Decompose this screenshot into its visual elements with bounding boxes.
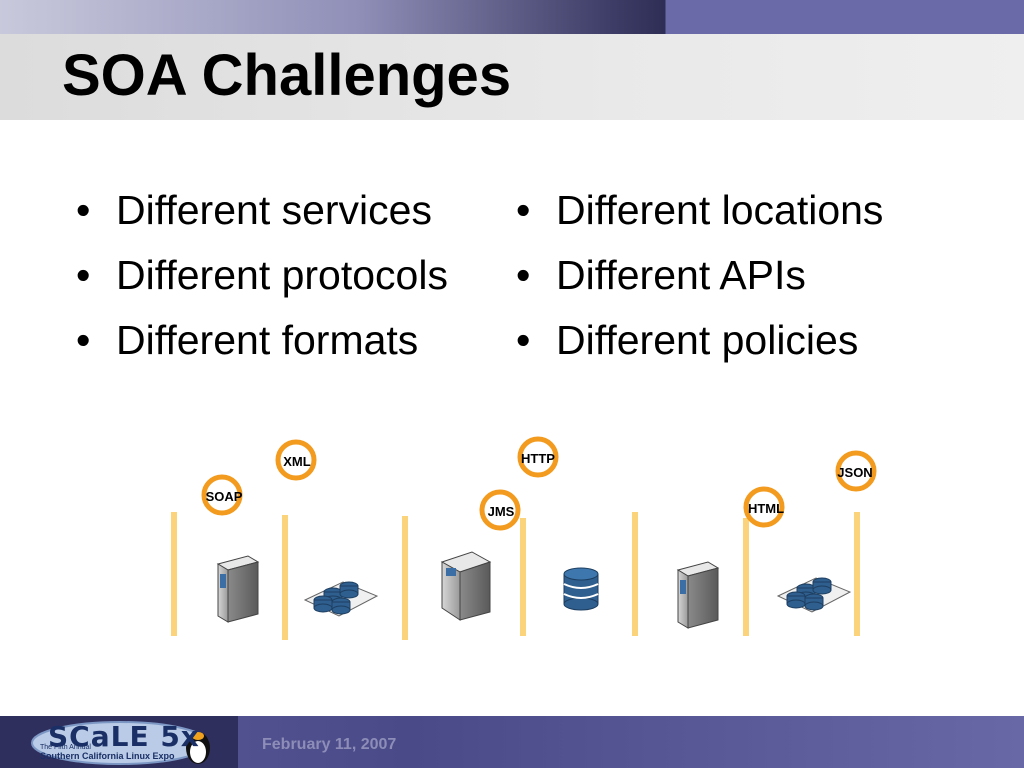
- database-icon: [563, 567, 599, 611]
- protocol-ring-html: [743, 486, 785, 528]
- bullet-dot: •: [76, 252, 91, 298]
- dividers: [171, 512, 860, 640]
- server-icon: [216, 555, 260, 623]
- bullet-dot: •: [516, 317, 531, 363]
- bullet-dot: •: [76, 317, 91, 363]
- scale-logo-graphic: [31, 721, 210, 765]
- scale-logo-subtitle: The Fifth Annual Southern California Lin…: [40, 744, 175, 761]
- protocol-label-xml: XML: [283, 454, 311, 469]
- soa-diagram: SOAP XML JMS HTTP HTML JSON: [171, 436, 877, 640]
- bullet-item: • Different APIs: [516, 243, 883, 308]
- protocol-ring-xml: [275, 439, 317, 481]
- bullet-text: Different locations: [556, 187, 884, 233]
- scale-logo-text: SCaLE 5x: [48, 720, 200, 753]
- bullet-item: • Different locations: [516, 178, 883, 243]
- title-band: [0, 34, 1024, 120]
- bullet-dot: •: [76, 187, 91, 233]
- bullet-text: Different formats: [116, 317, 419, 363]
- database-cluster-icon: [303, 581, 379, 617]
- slide-title: SOA Challenges: [62, 43, 512, 108]
- protocol-label-http: HTTP: [521, 451, 555, 466]
- bullet-text: Different protocols: [116, 252, 448, 298]
- bullet-text: Different policies: [556, 317, 859, 363]
- footer-date: February 11, 2007: [262, 736, 397, 753]
- scale-logo-line2: The Fifth Annual: [40, 744, 91, 751]
- bullet-text: Different services: [116, 187, 432, 233]
- scale-logo: [0, 716, 238, 768]
- bullet-list-left: • Different services • Different protocols…: [76, 178, 448, 373]
- scale-logo-name: Southern California Linux Expo: [40, 751, 175, 761]
- protocol-ring-soap: [201, 474, 243, 516]
- bullet-text: Different APIs: [556, 252, 806, 298]
- top-decor-bar: [0, 0, 1024, 34]
- bullet-item: • Different protocols: [76, 243, 448, 308]
- bullet-item: • Different formats: [76, 308, 448, 373]
- protocol-label-html: HTML: [748, 501, 784, 516]
- protocol-ring-json: [835, 450, 877, 492]
- protocol-ring-http: [517, 436, 559, 478]
- bullet-dot: •: [516, 187, 531, 233]
- bullet-item: • Different services: [76, 178, 448, 243]
- bullet-list-right: • Different locations • Different APIs • Di…: [516, 178, 883, 373]
- bullet-dot: •: [516, 252, 531, 298]
- protocol-label-json: JSON: [837, 465, 872, 480]
- server-icon: [440, 551, 492, 621]
- protocol-label-jms: JMS: [488, 504, 515, 519]
- protocol-label-soap: SOAP: [206, 489, 243, 504]
- database-cluster-icon: [776, 577, 852, 613]
- server-icon: [676, 561, 720, 629]
- protocol-ring-jms: [479, 489, 521, 531]
- bullet-item: • Different policies: [516, 308, 883, 373]
